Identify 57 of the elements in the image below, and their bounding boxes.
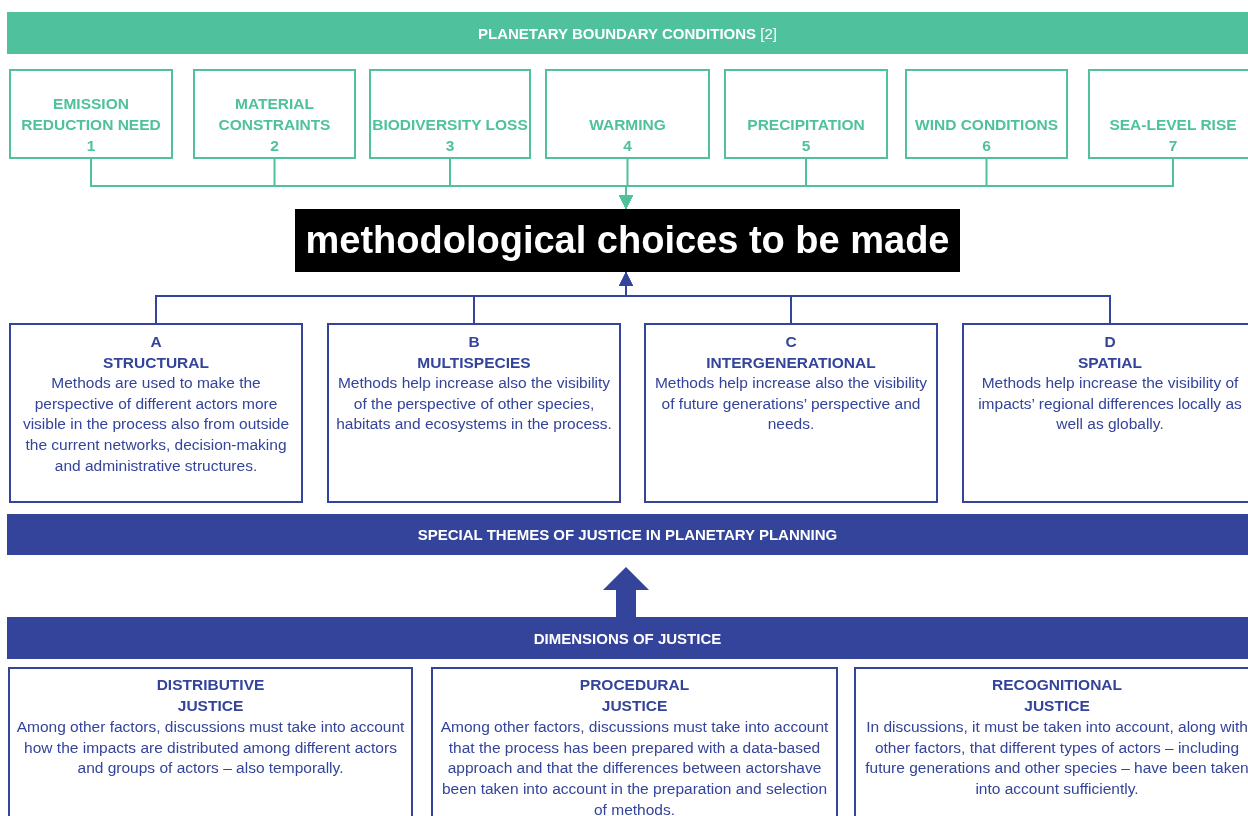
- box-description: Methods help increase also the visibility of future generations’ perspective and needs.: [653, 373, 929, 435]
- connector-arrow: [619, 158, 1174, 210]
- box-heading: DISTRIBUTIVE JUSTICE: [155, 675, 266, 716]
- connector-arrow: [619, 271, 1111, 324]
- title-text: methodological choices to be made: [305, 219, 950, 262]
- theme-box: [962, 323, 1248, 503]
- box-heading: STRUCTURAL: [103, 352, 209, 373]
- box-heading: MATERIAL CONSTRAINTS: [217, 94, 332, 135]
- section-header-bar: [7, 617, 1248, 659]
- box-heading: WIND CONDITIONS: [915, 115, 1058, 135]
- item-number: 4: [623, 136, 632, 156]
- theme-letter: C: [785, 332, 797, 352]
- condition-box: [724, 69, 888, 159]
- box-heading: PRECIPITATION: [747, 115, 865, 135]
- condition-box: [545, 69, 710, 159]
- theme-box: [9, 323, 303, 503]
- condition-box: [905, 69, 1068, 159]
- title-box: [295, 209, 960, 272]
- condition-box: [1088, 69, 1248, 159]
- box-heading: WARMING: [589, 115, 666, 135]
- section-title: SPECIAL THEMES OF JUSTICE IN PLANETARY PLANNING: [417, 526, 838, 543]
- theme-box: [644, 323, 938, 503]
- item-number: 7: [1168, 136, 1178, 156]
- section-title: DIMENSIONS OF JUSTICE: [533, 629, 722, 647]
- box-description: Methods help increase the visibility of impacts’ regional differences locally as well as globally.: [977, 373, 1243, 435]
- box-description: Methods are used to make the perspective of different actors more visible in the process also from outside the current networks, decision-making and administrative structures.: [21, 373, 291, 476]
- dimension-box: [8, 667, 413, 816]
- box-heading: SEA-LEVEL RISE: [1109, 115, 1237, 135]
- item-number: 3: [445, 136, 455, 156]
- item-number: 1: [86, 136, 96, 156]
- condition-box: [369, 69, 531, 159]
- theme-letter: B: [468, 332, 480, 352]
- section-title: PLANETARY BOUNDARY CONDITIONS [2]: [478, 24, 777, 42]
- condition-box: [193, 69, 356, 159]
- item-number: 2: [270, 136, 279, 156]
- box-description: Among other factors, discussions must take into account that the process has been prepared with a data-based approach and that the differences between actorshave been taken into account in the preparation and selection of methods.: [439, 717, 830, 816]
- dimension-box: [854, 667, 1248, 816]
- item-number: 6: [982, 136, 991, 156]
- theme-box: [327, 323, 621, 503]
- box-heading: SPATIAL: [1078, 352, 1142, 373]
- box-heading: EMISSION REDUCTION NEED: [20, 94, 162, 135]
- box-heading: BIODIVERSITY LOSS: [372, 115, 528, 135]
- section-header-bar: [7, 12, 1248, 54]
- box-description: Among other factors, discussions must take into account how the impacts are distributed among different actors and groups of actors – also temporally.: [16, 717, 405, 779]
- box-heading: MULTISPECIES: [417, 352, 531, 373]
- theme-letter: D: [1104, 332, 1116, 352]
- dimension-box: [431, 667, 838, 816]
- item-number: 5: [801, 136, 811, 156]
- box-heading: PROCEDURAL JUSTICE: [578, 675, 691, 716]
- box-heading: INTERGENERATIONAL: [706, 352, 876, 373]
- box-description: Methods help increase also the visibility of the perspective of other species, habitats and ecosystems in the process.: [335, 373, 613, 435]
- box-description: In discussions, it must be taken into account, along with other factors, that different types of actors – including future generations and other species – have been taken into account sufficiently.: [864, 717, 1248, 799]
- condition-box: [9, 69, 173, 159]
- block-arrow: [603, 567, 649, 617]
- section-header-bar: [7, 514, 1248, 555]
- box-heading: RECOGNITIONAL JUSTICE: [991, 675, 1123, 716]
- theme-letter: A: [150, 332, 162, 352]
